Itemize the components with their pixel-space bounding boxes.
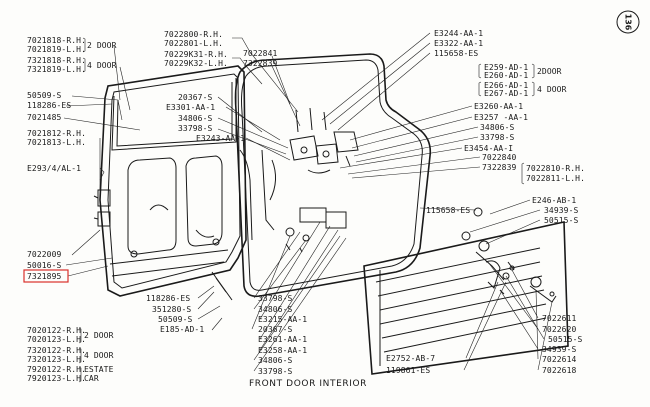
label-e259: E259-AD-1 [484, 63, 528, 72]
lower-center-labels: 118286-ES 351280-S 50509-S E185-AD-1 [146, 294, 204, 334]
label-7022611: 7022611 [542, 314, 576, 323]
label-7321818: 7321818-R.H. [27, 56, 86, 65]
label-e267: E267-AD-1 [484, 89, 528, 98]
center-labels: 20367-S E3301-AA-1 34806-S 33798-S E3243… [166, 93, 245, 143]
label-34806-s-c: 34806-S [258, 356, 292, 365]
label-7022810: 7022810-R.H. [526, 164, 585, 173]
label-115658-es: 115658-ES [434, 49, 478, 58]
label-33798-s-b: 33798-S [258, 294, 292, 303]
label-34806-s-b: 34806-S [258, 305, 292, 314]
label-7021485: 7021485 [27, 113, 61, 122]
label-7022800: 7022800-R.H. [164, 30, 223, 39]
right-top-labels: E3244-AA-1 E3322-AA-1 115658-ES E259-AD-… [426, 29, 585, 225]
label-7021813: 7021813-L.H. [27, 138, 86, 147]
label-7020123: 7020123-L.H. [27, 335, 86, 344]
page-number-badge: 136 [616, 10, 640, 34]
label-e246: E246-AB-1 [532, 196, 576, 205]
label-e2752: E2752-AB-7 [386, 354, 435, 363]
label-7022618: 7022618 [542, 366, 576, 375]
label-e3301: E3301-AA-1 [166, 103, 215, 112]
diagram-caption: FRONT DOOR INTERIOR [249, 379, 367, 389]
label-7022801: 7022801-L.H. [164, 39, 223, 48]
label-7322839-r: 7322839 [482, 163, 516, 172]
label-20367-s-b: 20367-S [258, 325, 292, 334]
label-7920122: 7920122-R.H. [27, 365, 86, 374]
label-115658-es-b: 115658-ES [426, 206, 470, 215]
label-7321819: 7321819-L.H. [27, 65, 86, 74]
label-7321895: 7321895 [27, 272, 61, 281]
bottom-center-labels: 33798-S 34806-S E3215-AA-1 20367-S E3261… [258, 294, 307, 376]
brace-label-2-door-b: 2 DOOR [84, 331, 114, 340]
label-50515-s: 50515-S [544, 216, 578, 225]
label-50515-s-b: 50515-S [548, 335, 582, 344]
label-e260: E260-AD-1 [484, 71, 528, 80]
highlight-box [23, 269, 69, 283]
label-70229k31: 70229K31-R.H. [164, 50, 228, 59]
mechanism-drawing [195, 107, 483, 301]
brace-label-2-door: 2 DOOR [87, 41, 117, 50]
label-118286-es: 118286-ES [27, 101, 71, 110]
brace-label-4door-r: 4 DOOR [537, 85, 567, 94]
label-34806-s-r: 34806-S [480, 123, 514, 132]
left-labels: 7021818-R.H. 7021819-L.H. 2 DOOR 7321818… [23, 36, 117, 383]
label-7022840: 7022840 [482, 153, 516, 162]
label-7021812: 7021812-R.H. [27, 129, 86, 138]
label-7021818: 7021818-R.H. [27, 36, 86, 45]
bottom-right-labels: E2752-AB-7 119861-ES 7022611 7022620 505… [386, 314, 582, 375]
label-7022614: 7022614 [542, 355, 576, 364]
label-e3454: E3454-AA-I [464, 144, 513, 153]
label-e3258: E3258-AA-1 [258, 346, 307, 355]
label-7022811: 7022811-L.H. [526, 174, 585, 183]
label-7320123: 7320123-L.H. [27, 355, 86, 364]
label-50509-s: 50509-S [27, 91, 61, 100]
label-50509-s-b: 50509-S [158, 315, 192, 324]
label-7022620: 7022620 [542, 325, 576, 334]
page-number: 136 [624, 14, 633, 31]
label-e185: E185-AD-1 [160, 325, 204, 334]
label-33798-s: 33798-S [178, 124, 212, 133]
label-50016-s: 50016-S [27, 261, 61, 270]
label-351280-s: 351280-S [152, 305, 191, 314]
label-118286-es-b: 118286-ES [146, 294, 190, 303]
label-7020122: 7020122-R.H. [27, 326, 86, 335]
brace-label-car: CAR [84, 374, 99, 383]
label-34939-s-b: 34939-S [542, 345, 576, 354]
label-e3260: E3260-AA-1 [474, 102, 523, 111]
label-e3244: E3244-AA-1 [434, 29, 483, 38]
label-7920123: 7920123-L.H. [27, 374, 86, 383]
label-33798-s-r: 33798-S [480, 133, 514, 142]
label-7021819: 7021819-L.H. [27, 45, 86, 54]
label-7022841: 7022841 [243, 49, 277, 58]
label-70229k32: 70229K32-L.H. [164, 59, 228, 68]
label-7022009: 7022009 [27, 250, 61, 259]
label-119861: 119861-ES [386, 366, 430, 375]
brace-label-4-door-b: 4 DOOR [84, 351, 114, 360]
label-34806-s: 34806-S [178, 114, 212, 123]
top-center-labels: 7022800-R.H. 7022801-L.H. 70229K31-R.H. … [164, 30, 277, 68]
label-e3243: E3243-AA-1 [196, 134, 245, 143]
label-e3261: E3261-AA-1 [258, 335, 307, 344]
label-e293: E293/4/AL-1 [27, 164, 81, 173]
label-e3215: E3215-AA-1 [258, 315, 307, 324]
leader-lines [63, 32, 553, 372]
braces [78, 37, 535, 383]
brace-label-4-door: 4 DOOR [87, 61, 117, 70]
brace-label-estate: ESTATE [84, 365, 114, 374]
label-e3257: E3257 -AA-1 [474, 113, 528, 122]
label-34939-s: 34939-S [544, 206, 578, 215]
label-33798-s-c: 33798-S [258, 367, 292, 376]
label-e266: E266-AD-1 [484, 81, 528, 90]
label-20367-s: 20367-S [178, 93, 212, 102]
label-e3322: E3322-AA-1 [434, 39, 483, 48]
brace-label-2door-r: 2DOOR [537, 67, 562, 76]
weatherstrip-drawing [234, 53, 432, 298]
trim-panel-drawing [363, 221, 569, 375]
label-7320122: 7320122-R.H. [27, 346, 86, 355]
door-shell-drawing [93, 65, 253, 297]
label-7322839-top: 7322839 [243, 59, 277, 68]
